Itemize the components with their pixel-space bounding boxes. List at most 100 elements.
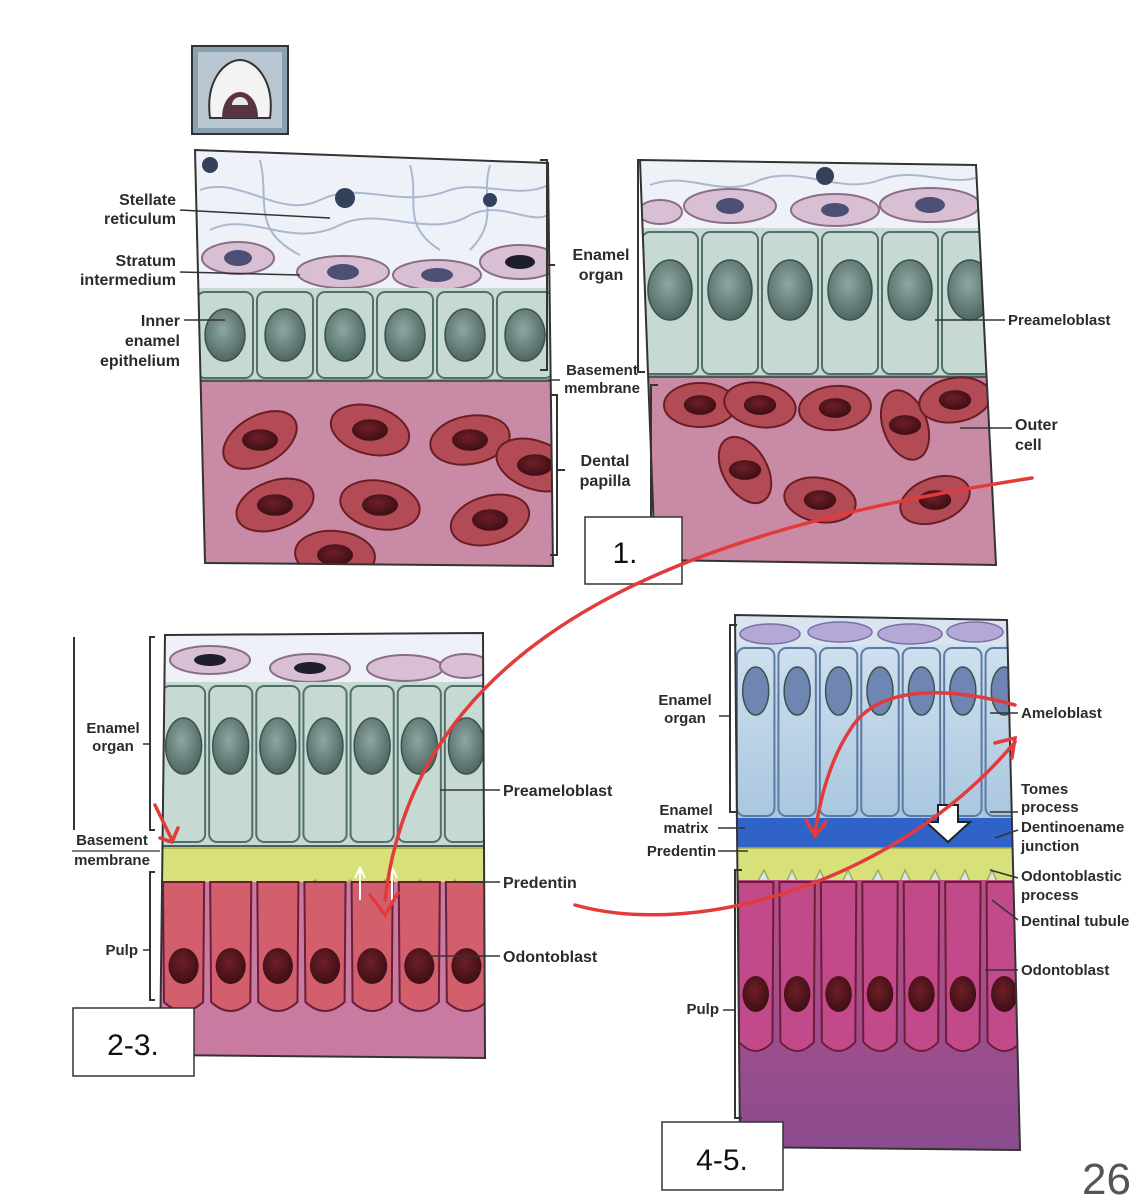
svg-text:Dentinal tubule: Dentinal tubule (1021, 913, 1129, 930)
cell-nucleus (743, 395, 777, 415)
odontoblast-cell (819, 881, 858, 1052)
tooth-germ-thumbnail (191, 45, 289, 135)
cell-nucleus (504, 308, 546, 362)
label-outer-cell: Outer cell (960, 417, 1058, 454)
cell-nucleus (444, 308, 486, 362)
epithelial-cell (316, 291, 374, 379)
svg-text:junction: junction (1020, 838, 1079, 855)
cell-nucleus (324, 308, 366, 362)
odontoblast-cell (303, 881, 347, 1012)
cell-nucleus (707, 259, 753, 321)
epithelial-cell (881, 231, 939, 375)
svg-text:Dentinoename: Dentinoename (1021, 819, 1124, 836)
cell-nucleus (741, 666, 770, 716)
svg-text:Predentin: Predentin (503, 875, 577, 892)
cell-nucleus (827, 259, 873, 321)
odontoblast-cell (985, 881, 1020, 1052)
odontoblast-cell (397, 881, 441, 1012)
epithelial-cell (821, 231, 879, 375)
enamel-matrix-layer (735, 818, 1020, 850)
svg-text:Odontoblast: Odontoblast (1021, 962, 1109, 979)
page-number: 26 (1082, 1155, 1130, 1200)
label-predentin-2: Predentin (470, 875, 577, 892)
label-basement-membrane: Basement (566, 362, 638, 379)
label-enamel-organ-3: Enamel (658, 692, 711, 709)
cell-nucleus (452, 429, 488, 451)
odontoblast-cell (861, 881, 899, 1052)
epithelial-cell (901, 647, 942, 817)
cell-nucleus (215, 948, 246, 984)
svg-text:Stratum: Stratum (116, 253, 176, 270)
cell-nucleus (517, 454, 553, 476)
stellate-reticulum-network (199, 159, 549, 256)
svg-text:Tomes: Tomes (1021, 781, 1068, 798)
cell-nucleus (451, 948, 482, 984)
cell-nucleus (683, 395, 717, 415)
panel-1-bell-stage: Stellate reticulum Stratum intermedium I… (80, 148, 640, 568)
label-basement-membrane-2b: membrane (74, 852, 150, 869)
arrow-basement-marker (153, 803, 174, 842)
svg-text:2-3.: 2-3. (107, 1029, 159, 1062)
cell-nucleus (728, 460, 762, 480)
epithelial-cell (255, 685, 301, 843)
svg-text:4-5.: 4-5. (696, 1144, 748, 1177)
cell-nucleus (938, 390, 972, 410)
bracket-enamel-organ (540, 159, 555, 371)
label-predentin-3: Predentin (647, 843, 748, 860)
cell-nucleus (357, 948, 388, 984)
epithelial-cell (984, 647, 1020, 817)
cell-nucleus (306, 717, 344, 775)
svg-text:epithelium: epithelium (100, 353, 180, 370)
epithelial-cell (256, 291, 314, 379)
epithelial-cell (396, 685, 442, 843)
label-inner-enamel-epithelium: Inner enamel epithelium (100, 313, 225, 370)
svg-text:1.: 1. (612, 537, 637, 570)
svg-text:Ameloblast: Ameloblast (1021, 705, 1102, 722)
cell-nucleus (362, 494, 398, 516)
odontoblast-cell (256, 881, 300, 1012)
odontoblast-cell (350, 881, 394, 1012)
epithelial-cell (777, 647, 817, 817)
label-preameloblast-2: Preameloblast (440, 783, 613, 800)
arrow-outer-cell-to-odontoblast (383, 476, 1034, 902)
svg-text:Preameloblast: Preameloblast (1008, 312, 1111, 329)
cell-nucleus (783, 976, 811, 1012)
label-dentinoenamel-junction: Dentinoename junction (994, 819, 1124, 855)
bracket-dental-papilla (550, 394, 565, 556)
epithelial-cell (761, 231, 819, 375)
cell-nucleus (949, 976, 977, 1012)
epithelial-cell (443, 685, 485, 843)
label-odontoblast-3: Odontoblast (985, 962, 1109, 979)
label-enamel-organ-2: organ (579, 267, 623, 284)
panel-1b-preameloblast: Preameloblast Outer cell (637, 158, 1111, 567)
odontoblast-cell (944, 881, 982, 1052)
svg-text:Preameloblast: Preameloblast (503, 783, 613, 800)
label-basement-membrane-2: Basement (76, 832, 148, 849)
cell-nucleus (211, 717, 250, 775)
svg-text:matrix: matrix (663, 820, 709, 837)
cell-nucleus (803, 490, 837, 510)
cell-nucleus (949, 666, 977, 716)
cell-nucleus (404, 948, 435, 984)
svg-text:reticulum: reticulum (104, 211, 176, 228)
label-ameloblast: Ameloblast (990, 705, 1102, 722)
odontoblast-cell (209, 881, 253, 1012)
odontoblast-cell (902, 881, 941, 1052)
cell-nucleus (384, 308, 426, 362)
epithelial-cell (302, 685, 348, 843)
stratum-intermedium-cells-2 (169, 645, 485, 683)
epithelial-cell (376, 291, 434, 379)
epithelial-cell (496, 291, 553, 379)
cell-nucleus (783, 666, 811, 716)
stratum-intermedium-cells-3 (739, 621, 1004, 645)
cell-nucleus (907, 666, 936, 716)
svg-text:Odontoblastic: Odontoblastic (1021, 868, 1122, 885)
svg-text:Inner: Inner (141, 313, 180, 330)
svg-text:process: process (1021, 799, 1079, 816)
step-box-1: 1. (584, 516, 683, 585)
cell-nucleus (400, 717, 439, 775)
cell-nucleus (947, 259, 993, 321)
cell-nucleus (204, 308, 246, 362)
epithelial-cell (436, 291, 494, 379)
